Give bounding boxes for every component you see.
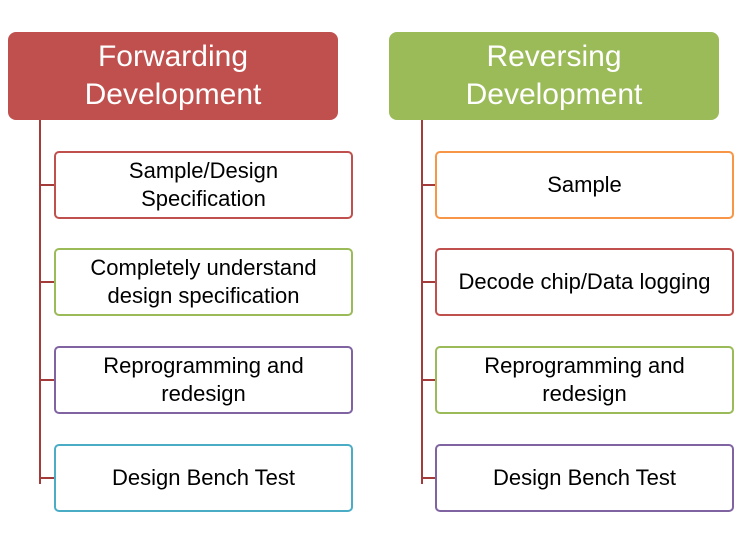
forwarding-step-label: Reprogramming and redesign <box>103 353 304 406</box>
reversing-step-label: Decode chip/Data logging <box>458 269 711 294</box>
forwarding-connector-line <box>39 120 41 484</box>
reversing-step-box: Design Bench Test <box>435 444 734 512</box>
reversing-connector-line <box>421 120 423 484</box>
reversing-step-label: Design Bench Test <box>492 465 677 490</box>
forwarding-step-connector <box>39 281 54 283</box>
forwarding-step-label: Completely understand design specificati… <box>90 255 317 308</box>
reversing-step-connector <box>421 379 435 381</box>
reversing-step-box: Sample <box>435 151 734 219</box>
reversing-development-header: Reversing Development <box>389 32 719 120</box>
forwarding-step-connector <box>39 184 54 186</box>
forwarding-step-box: Sample/Design Specification <box>54 151 353 219</box>
reversing-step-box: Reprogramming and redesign <box>435 346 734 414</box>
reversing-step-label: Reprogramming and redesign <box>484 353 685 406</box>
reversing-step-connector <box>421 184 435 186</box>
forwarding-step-connector <box>39 477 54 479</box>
reversing-step-connector <box>421 477 435 479</box>
forwarding-development-header: Forwarding Development <box>8 32 338 120</box>
reversing-step-label: Sample <box>547 172 622 197</box>
reversing-development-title: Reversing Development <box>465 40 643 111</box>
forwarding-step-label: Sample/Design Specification <box>128 158 279 211</box>
forwarding-step-box: Design Bench Test <box>54 444 353 512</box>
forwarding-step-box: Completely understand design specificati… <box>54 248 353 316</box>
forwarding-step-box: Reprogramming and redesign <box>54 346 353 414</box>
forwarding-step-connector <box>39 379 54 381</box>
forwarding-step-label: Design Bench Test <box>111 465 296 490</box>
forwarding-development-title: Forwarding Development <box>84 40 262 111</box>
reversing-step-connector <box>421 281 435 283</box>
reversing-step-box: Decode chip/Data logging <box>435 248 734 316</box>
